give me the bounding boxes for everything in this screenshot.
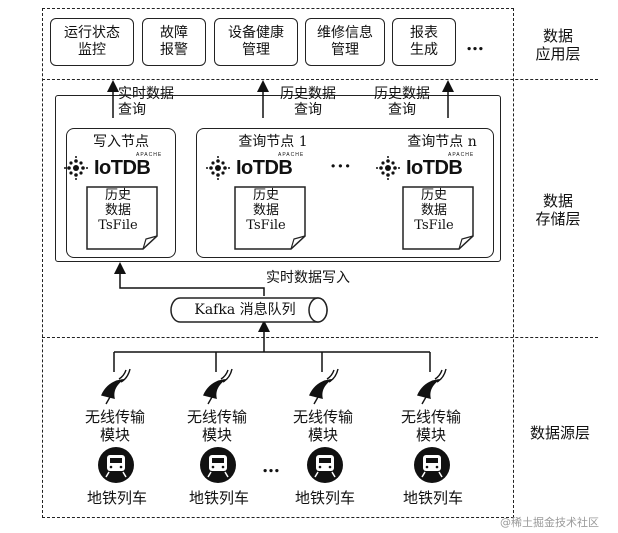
app-box-status-monitor: 运行状态 监控: [50, 18, 134, 66]
iotdb-logo-icon: [64, 156, 88, 180]
diagram-frame: [42, 8, 514, 518]
app-box-fault-alarm: 故障 报警: [142, 18, 206, 66]
kafka-queue: Kafka 消息队列: [170, 296, 330, 324]
train-label-4: 地铁列车: [402, 489, 463, 507]
tsfile-doc-query-1: 历史 数据 TsFile: [234, 186, 306, 250]
document-icon: [86, 186, 158, 250]
iotdb-logo-query-1: IoTDB APACHE: [204, 152, 316, 182]
iotdb-logo-icon: [206, 156, 230, 180]
kafka-queue-label: Kafka 消息队列: [194, 302, 296, 318]
app-box-label: 故障 报警: [160, 25, 188, 58]
train-label-1: 地铁列车: [86, 489, 147, 507]
app-box-label: 报表 生成: [410, 25, 438, 58]
tsfile-doc-write: 历史 数据 TsFile: [86, 186, 158, 250]
label-realtime-query: 实时数据 查询: [118, 86, 174, 118]
tsfile-doc-label: 历史 数据 TsFile: [246, 188, 286, 233]
queue-cylinder-icon: [170, 297, 328, 323]
train-label-3: 地铁列车: [294, 489, 355, 507]
iotdb-logo-write: IoTDB APACHE: [62, 152, 174, 182]
iotdb-logo-text: IoTDB: [406, 157, 463, 179]
query-node-1-title: 查询节点 1: [238, 134, 308, 150]
train-label-2: 地铁列车: [188, 489, 249, 507]
layer-divider-top: [42, 79, 598, 80]
iotdb-logo-text: IoTDB: [94, 157, 151, 179]
app-box-equipment-health: 设备健康 管理: [214, 18, 298, 66]
app-box-label: 维修信息 管理: [317, 25, 373, 58]
document-icon: [234, 186, 306, 250]
tsfile-doc-label: 历史 数据 TsFile: [98, 188, 138, 233]
tsfile-doc-label: 历史 数据 TsFile: [414, 188, 454, 233]
label-history-query-1: 历史数据 查询: [280, 86, 336, 118]
iotdb-logo-apache: APACHE: [136, 152, 163, 158]
iotdb-logo-apache: APACHE: [278, 152, 305, 158]
iotdb-logo-query-n: IoTDB APACHE: [374, 152, 486, 182]
tsfile-doc-query-n: 历史 数据 TsFile: [402, 186, 474, 250]
query-node-n-title: 查询节点 n: [407, 134, 477, 150]
source-ellipsis: …: [262, 456, 281, 477]
app-box-report: 报表 生成: [392, 18, 456, 66]
app-box-label: 运行状态 监控: [64, 25, 120, 58]
layer-divider-bottom: [42, 337, 598, 338]
watermark: @稀土掘金技术社区: [500, 516, 599, 529]
iotdb-logo-apache: APACHE: [448, 152, 475, 158]
layer-label-application: 数据 应用层: [535, 27, 581, 63]
wireless-module-label-2: 无线传输 模块: [186, 408, 247, 444]
layer-label-source: 数据源层: [529, 424, 590, 442]
app-box-label: 设备健康 管理: [228, 25, 284, 58]
label-history-query-2: 历史数据 查询: [374, 86, 430, 118]
label-realtime-write: 实时数据写入: [266, 270, 350, 286]
wireless-module-label-1: 无线传输 模块: [84, 408, 145, 444]
app-ellipsis: …: [466, 34, 485, 55]
iotdb-logo-text: IoTDB: [236, 157, 293, 179]
layer-label-storage: 数据 存储层: [535, 192, 581, 228]
wireless-module-label-3: 无线传输 模块: [292, 408, 353, 444]
iotdb-logo-icon: [376, 156, 400, 180]
app-box-maintenance-info: 维修信息 管理: [305, 18, 385, 66]
wireless-module-label-4: 无线传输 模块: [400, 408, 461, 444]
document-icon: [402, 186, 474, 250]
write-node-title: 写入节点: [93, 134, 149, 150]
query-node-ellipsis: ···: [330, 156, 352, 177]
